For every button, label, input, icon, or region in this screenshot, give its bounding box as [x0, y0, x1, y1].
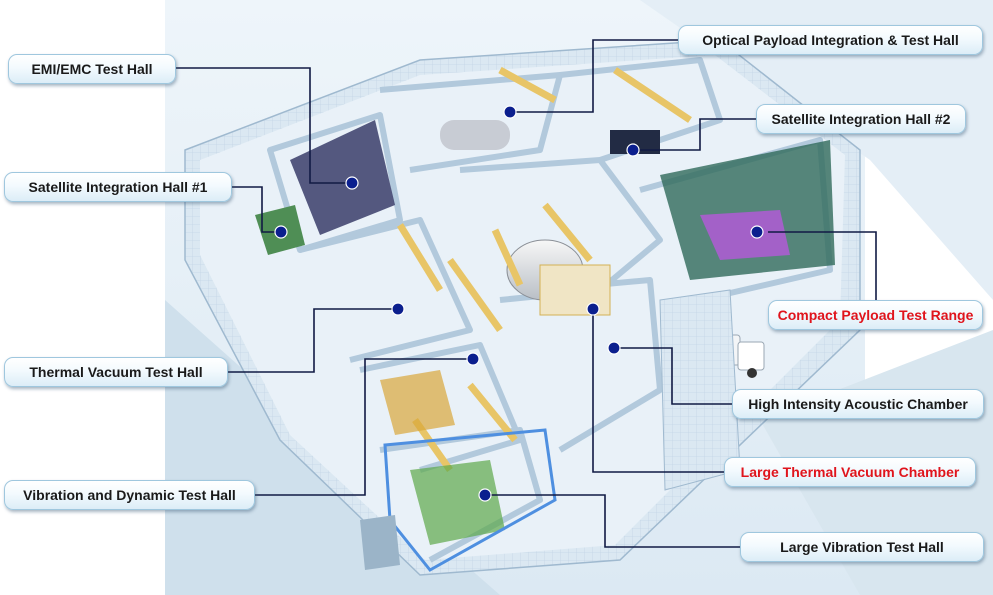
optical-chamber — [440, 120, 510, 150]
label-high-intensity-acoustic-chamber[interactable]: High Intensity Acoustic Chamber — [732, 389, 984, 419]
label-large-thermal-vacuum-chamber[interactable]: Large Thermal Vacuum Chamber — [724, 457, 976, 487]
marker-thermal-vacuum-hall — [391, 302, 405, 316]
large-vibration-floor — [410, 460, 505, 545]
thermal-vacuum-door — [539, 264, 611, 316]
label-thermal-vacuum-test-hall[interactable]: Thermal Vacuum Test Hall — [4, 357, 228, 387]
marker-satellite-hall-1 — [274, 225, 288, 239]
compact-range-absorbers — [660, 140, 835, 280]
label-satellite-integration-hall-1[interactable]: Satellite Integration Hall #1 — [4, 172, 232, 202]
marker-high-intensity-acoustic — [607, 341, 621, 355]
marker-satellite-hall-2 — [626, 143, 640, 157]
marker-large-vibration — [478, 488, 492, 502]
label-compact-payload-test-range[interactable]: Compact Payload Test Range — [768, 300, 983, 330]
rear-roof — [640, 0, 993, 300]
label-vibration-dynamic-test-hall[interactable]: Vibration and Dynamic Test Hall — [4, 480, 255, 510]
entrance-structure — [360, 515, 400, 570]
large-vibration-outline — [383, 428, 557, 572]
label-optical-payload-hall[interactable]: Optical Payload Integration & Test Hall — [678, 25, 983, 55]
marker-large-thermal-vacuum — [586, 302, 600, 316]
label-large-vibration-test-hall[interactable]: Large Vibration Test Hall — [740, 532, 984, 562]
emi-chamber-absorbers — [290, 120, 395, 235]
marker-emi-emc — [345, 176, 359, 190]
marker-vibration-dynamic — [466, 352, 480, 366]
vibration-room-floor — [380, 370, 455, 435]
leader-lines — [176, 39, 877, 548]
label-satellite-integration-hall-2[interactable]: Satellite Integration Hall #2 — [756, 104, 966, 134]
compact-range-floor — [700, 210, 790, 260]
label-emi-emc-test-hall[interactable]: EMI/EMC Test Hall — [8, 54, 176, 84]
surrounding-buildings — [165, 300, 500, 595]
marker-optical-payload — [503, 105, 517, 119]
marker-compact-payload — [750, 225, 764, 239]
